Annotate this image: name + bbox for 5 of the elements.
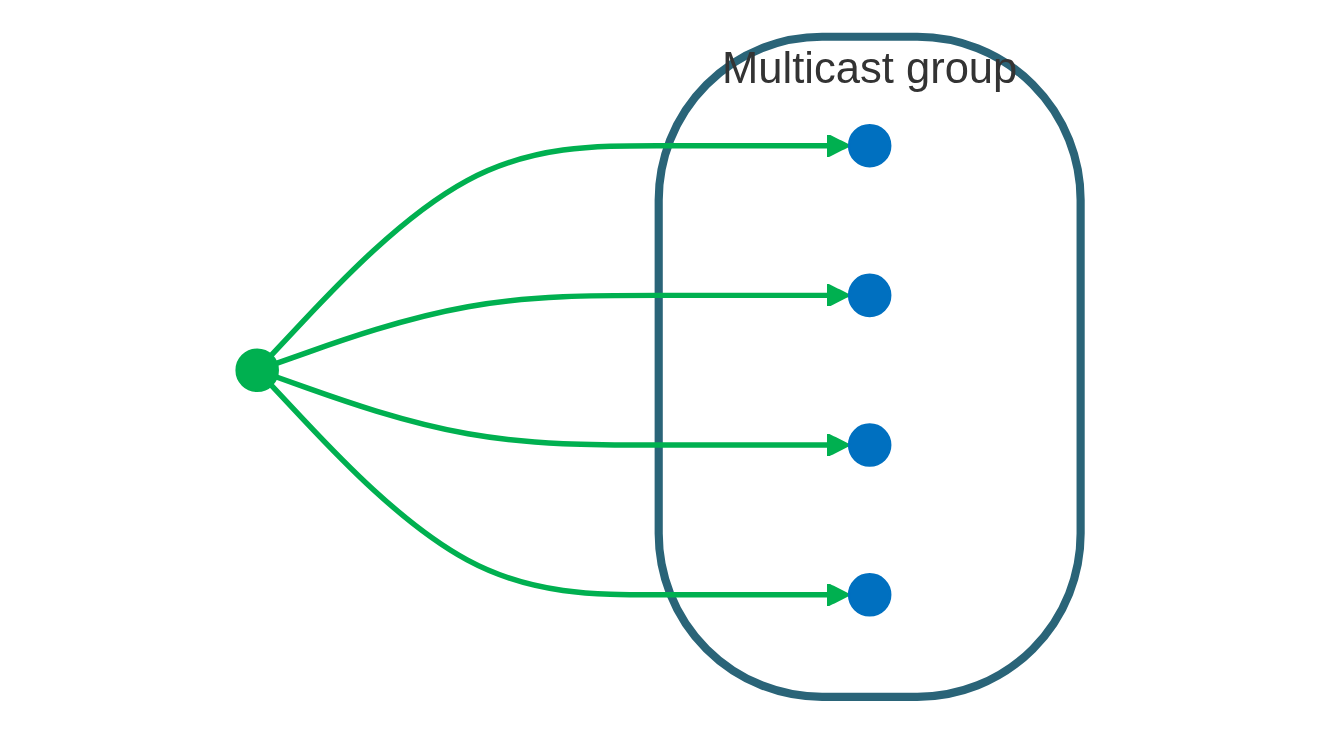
node-circle <box>235 348 280 392</box>
node-circle <box>848 572 892 617</box>
node-circle <box>848 123 892 168</box>
node-circle <box>848 273 892 317</box>
node-circle <box>848 422 892 467</box>
